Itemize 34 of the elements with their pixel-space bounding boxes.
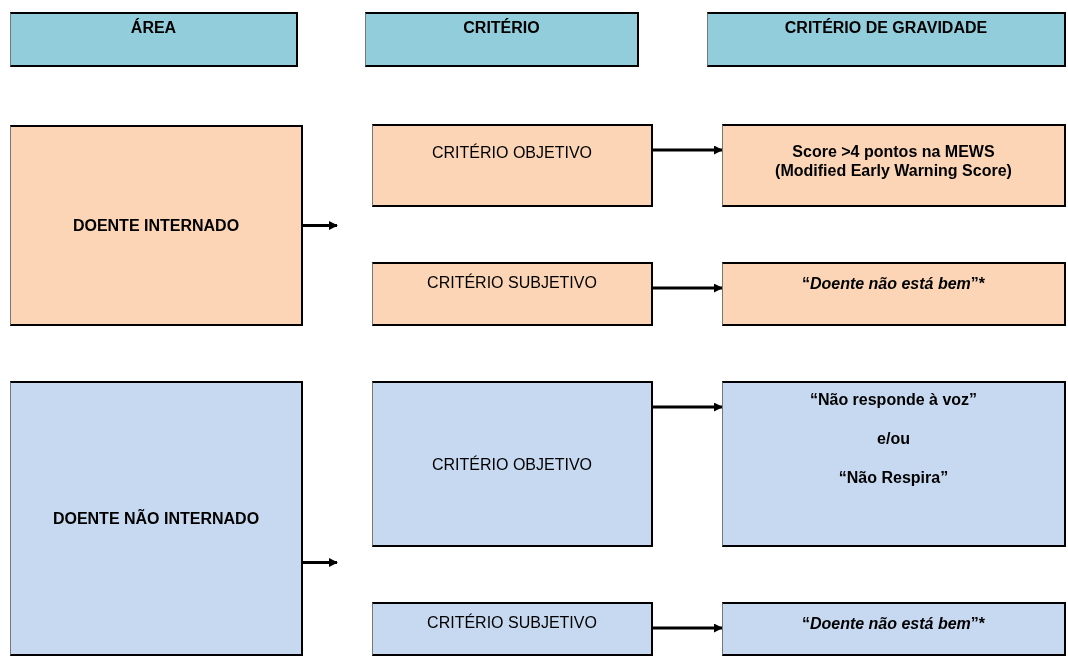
column-header	[707, 12, 1066, 67]
node-text: CRITÉRIO SUBJETIVO	[426, 273, 598, 292]
node-text: CRITÉRIO OBJETIVO	[431, 454, 593, 474]
arrow	[303, 221, 338, 230]
node-text: “Não Respira”	[837, 468, 950, 487]
node-text: CRITÉRIO OBJETIVO	[431, 143, 593, 162]
arrow	[303, 558, 338, 567]
area-box	[10, 381, 303, 656]
node-text: “Não responde à voz”	[808, 390, 979, 409]
severity-box	[722, 602, 1066, 656]
column-header	[365, 12, 639, 67]
severity-box	[722, 262, 1066, 326]
criterion-box	[372, 124, 653, 207]
criterion-box	[372, 262, 653, 326]
node-text: Score >4 pontos na MEWS (Modified Early Warning Score)	[774, 142, 1013, 180]
criterion-box	[372, 602, 653, 656]
arrow	[653, 145, 723, 155]
criterion-box	[372, 381, 653, 547]
node-text: DOENTE INTERNADO	[71, 216, 241, 235]
node-text: ÁREA	[129, 18, 178, 37]
node-text: CRITÉRIO	[462, 18, 541, 37]
node-text: DOENTE NÃO INTERNADO	[51, 509, 261, 528]
column-header	[10, 12, 298, 67]
node-text: CRITÉRIO DE GRAVIDADE	[783, 18, 989, 37]
arrow	[653, 283, 723, 293]
node-text: e/ou	[876, 429, 911, 448]
node-text: “Doente não está bem”*	[800, 614, 987, 633]
node-text: “Doente não está bem”*	[800, 274, 987, 293]
severity-box	[722, 381, 1066, 547]
severity-box	[722, 124, 1066, 207]
node-text: CRITÉRIO SUBJETIVO	[426, 613, 598, 632]
arrow	[653, 623, 723, 633]
area-box	[10, 125, 303, 326]
arrow	[653, 402, 723, 412]
